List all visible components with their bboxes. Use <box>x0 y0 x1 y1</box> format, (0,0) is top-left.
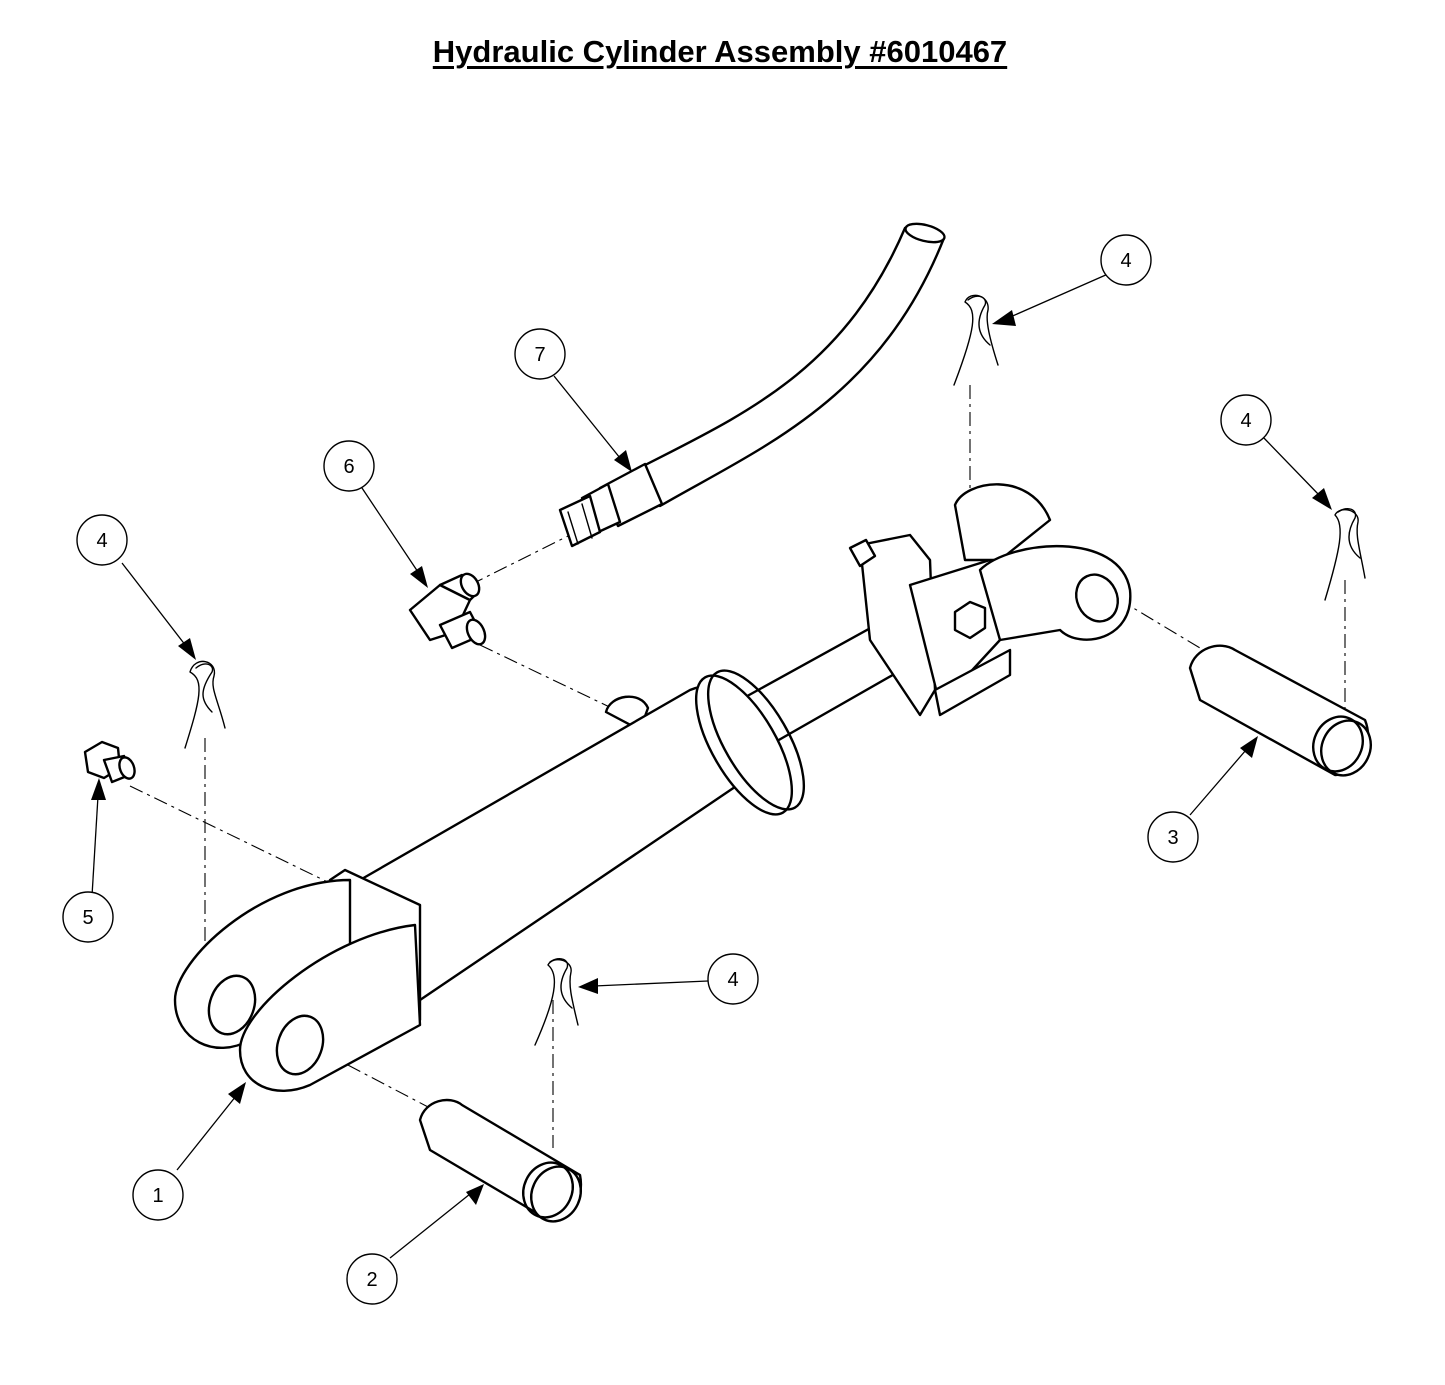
callout-balloon-4a: 4 <box>1100 234 1152 286</box>
cylinder-barrel <box>358 669 806 1002</box>
leader-lines <box>91 273 1332 1259</box>
callout-label-5: 5 <box>82 907 93 929</box>
callout-label-1: 1 <box>152 1185 163 1207</box>
callout-balloon-1: 1 <box>132 1169 184 1221</box>
callout-balloon-2: 2 <box>346 1253 398 1305</box>
callout-label-4a: 4 <box>1120 250 1131 272</box>
rod-clevis <box>848 483 1132 717</box>
elbow-fitting <box>408 572 487 650</box>
callout-label-4c: 4 <box>96 530 107 552</box>
base-clevis <box>173 868 422 1092</box>
page-title: Hydraulic Cylinder Assembly #6010467 <box>432 34 1008 69</box>
assembly-centerlines <box>129 385 1346 1148</box>
callout-balloon-4b: 4 <box>1220 394 1272 446</box>
hydraulic-hose <box>558 222 946 548</box>
callout-balloon-3: 3 <box>1147 811 1199 863</box>
clevis-pin-upper <box>1188 644 1372 777</box>
callout-balloon-4c: 4 <box>76 514 128 566</box>
callout-label-7: 7 <box>534 344 545 366</box>
callout-balloon-5: 5 <box>62 891 114 943</box>
callout-balloon-7: 7 <box>514 328 566 380</box>
callout-balloon-4d: 4 <box>707 953 759 1005</box>
hair-pin-clips <box>184 294 1366 1046</box>
callout-label-3: 3 <box>1167 827 1178 849</box>
clevis-pin-lower <box>418 1098 583 1223</box>
plug-fitting <box>83 740 136 784</box>
callout-label-4b: 4 <box>1240 410 1251 432</box>
callout-label-4d: 4 <box>727 969 738 991</box>
callout-label-6: 6 <box>343 456 354 478</box>
callout-balloon-6: 6 <box>323 440 375 492</box>
callout-label-2: 2 <box>366 1269 377 1291</box>
